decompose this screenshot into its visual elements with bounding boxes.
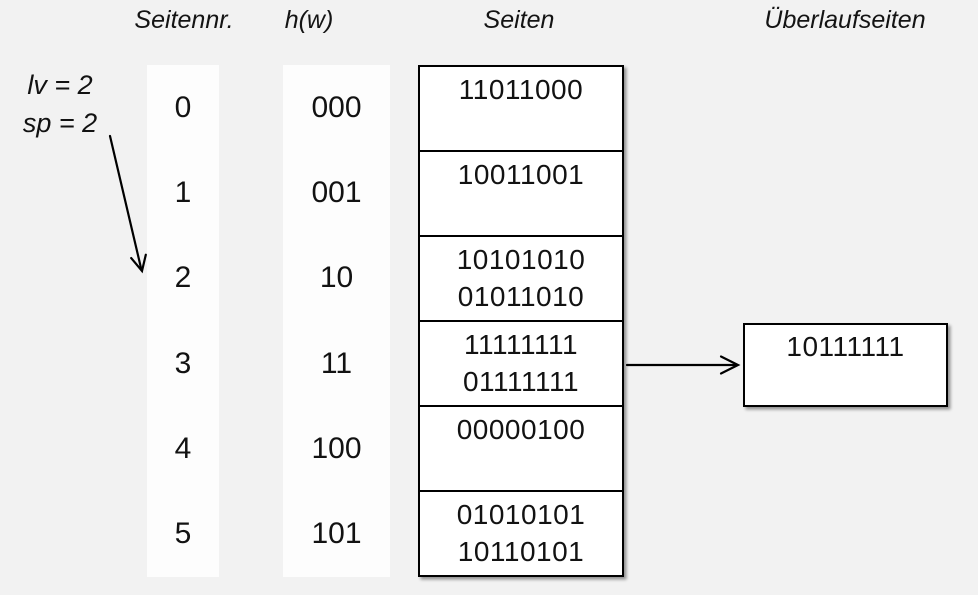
page-entry: 01111111 [462,366,580,397]
page-entry: 10011001 [457,159,585,190]
page-cell-3: 11111111 01111111 [420,320,622,405]
column-header-seitennr: Seitennr. [134,6,234,34]
page-entry: 11111111 [463,329,579,360]
annotation-sp: sp = 2 [22,108,98,138]
hash-value-label: 000 [311,90,362,124]
page-entry: 10101010 [456,244,586,275]
page-entry: 00000100 [456,414,586,445]
hash-value-column: 000 001 10 11 100 101 [283,65,390,577]
page-number-label: 4 [174,431,192,465]
page-cell-5: 01010101 10110101 [420,490,622,575]
overflow-entry: 10111111 [786,331,905,362]
page-entry: 11011000 [458,74,584,105]
state-annotation: lv = 2 sp = 2 [16,66,104,142]
hash-value-label: 101 [311,517,362,551]
hash-value-label: 100 [311,431,362,465]
page-number-column: 0 1 2 3 4 5 [147,65,219,577]
hash-value-label: 10 [319,261,354,295]
pages-table: 11011000 10011001 10101010 01011010 1111… [418,65,624,577]
page-cell-0: 11011000 [420,67,622,150]
page-cell-2: 10101010 01011010 [420,235,622,320]
page-cell-1: 10011001 [420,150,622,235]
overflow-arrow [625,355,741,375]
page-number-label: 2 [174,261,192,295]
page-entry: 10110101 [457,536,585,567]
page-entry: 01011010 [457,281,585,312]
page-number-label: 1 [174,175,192,209]
page-number-label: 0 [174,90,192,124]
page-number-label: 5 [174,517,192,551]
overflow-page-box: 10111111 [743,323,948,407]
hash-value-label: 11 [320,346,353,380]
page-cell-4: 00000100 [420,405,622,490]
column-header-ueberlaufseiten: Überlaufseiten [764,6,926,34]
page-entry: 01010101 [456,499,586,530]
hash-value-label: 001 [311,175,362,209]
column-header-seiten: Seiten [483,6,555,34]
page-number-label: 3 [174,346,192,380]
split-pointer-arrow [108,134,147,274]
annotation-lv: lv = 2 [27,70,93,100]
column-header-hw: h(w) [284,6,334,34]
